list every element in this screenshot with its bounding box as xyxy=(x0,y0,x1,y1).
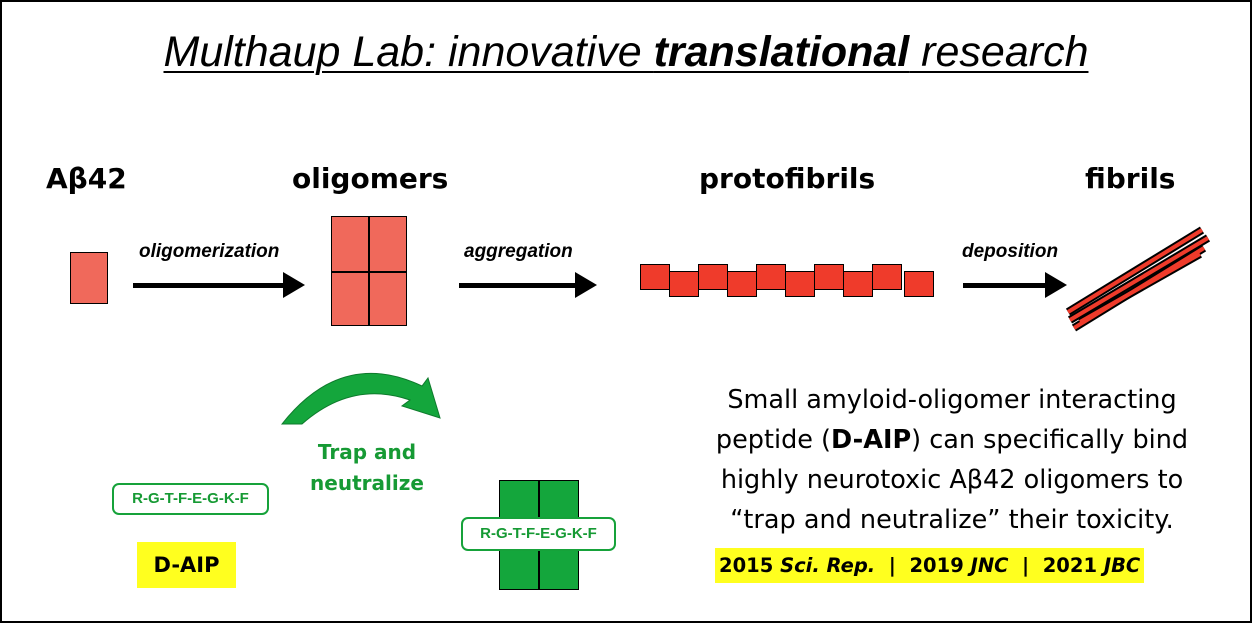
description-line-2-pre: peptide ( xyxy=(715,425,831,455)
ref-2021-journal: JBC xyxy=(1103,554,1141,577)
trap-line-2: neutralize xyxy=(310,471,424,495)
peptide-sequence-badge: R-G-T-F-E-G-K-F xyxy=(112,483,269,515)
description-line-4: “trap and neutralize” their toxicity. xyxy=(730,505,1174,535)
protofibril-unit xyxy=(698,264,728,290)
oligomer-block xyxy=(369,216,407,272)
description-line-3: highly neurotoxic Aβ42 oligomers to xyxy=(720,465,1184,495)
ref-2021-year: 2021 xyxy=(1042,554,1098,577)
title-suffix: research xyxy=(909,28,1089,76)
protofibril-unit xyxy=(843,271,873,297)
protofibril-unit xyxy=(814,264,844,290)
stage-label-monomer: Aβ42 xyxy=(46,162,127,195)
trap-line-1: Trap and xyxy=(317,440,417,464)
trap-neutralize-label: Trap and neutralize xyxy=(302,437,432,499)
protofibril-unit xyxy=(785,271,815,297)
daip-label: D-AIP xyxy=(137,542,236,588)
protofibril-unit xyxy=(669,271,699,297)
ref-2019-journal: JNC xyxy=(970,554,1009,577)
trap-curved-arrow xyxy=(280,372,441,425)
stage-label-protofibrils: protofibrils xyxy=(699,162,876,195)
oligomer-block xyxy=(331,216,369,272)
oligomerization-label: oligomerization xyxy=(139,241,280,262)
aggregation-label: aggregation xyxy=(464,241,573,262)
protofibril-unit xyxy=(756,264,786,290)
protofibril-unit xyxy=(904,271,934,297)
description-daip: D-AIP xyxy=(831,425,912,455)
fibril-bundle xyxy=(1065,226,1211,332)
ref-2019-year: 2019 xyxy=(909,554,964,577)
monomer-block xyxy=(70,252,108,304)
description-line-2: peptide (D-AIP) can specifically bind xyxy=(702,420,1202,460)
ref-2015-year: 2015 xyxy=(719,554,774,577)
deposition-arrow xyxy=(963,272,1067,298)
oligomer-block xyxy=(331,272,369,326)
aggregation-arrow xyxy=(459,272,597,298)
references-bar: 2015 Sci. Rep. | 2019 JNC | 2021 JBC xyxy=(715,548,1145,583)
stage-label-oligomers: oligomers xyxy=(292,162,449,195)
oligomer-block xyxy=(369,272,407,326)
title-emphasis: translational xyxy=(653,28,910,76)
ref-2015-journal: Sci. Rep. xyxy=(780,554,876,577)
protofibril-unit xyxy=(640,264,670,290)
stage-label-fibrils: fibrils xyxy=(1085,162,1176,195)
description-line-2-post: ) can specifically bind xyxy=(911,425,1189,455)
bound-peptide-badge: R-G-T-F-E-G-K-F xyxy=(461,517,616,551)
oligomerization-arrow xyxy=(133,272,305,298)
page-title: Multhaup Lab: innovative translational r… xyxy=(2,28,1250,77)
description-text: Small amyloid-oligomer interacting pepti… xyxy=(702,380,1202,540)
ref-separator: | xyxy=(888,554,896,577)
protofibril-unit xyxy=(872,264,902,290)
protofibril-unit xyxy=(727,271,757,297)
ref-separator: | xyxy=(1022,554,1030,577)
deposition-label: deposition xyxy=(962,241,1059,262)
description-line-1: Small amyloid-oligomer interacting xyxy=(727,385,1177,415)
title-prefix: Multhaup Lab: innovative xyxy=(163,28,654,76)
